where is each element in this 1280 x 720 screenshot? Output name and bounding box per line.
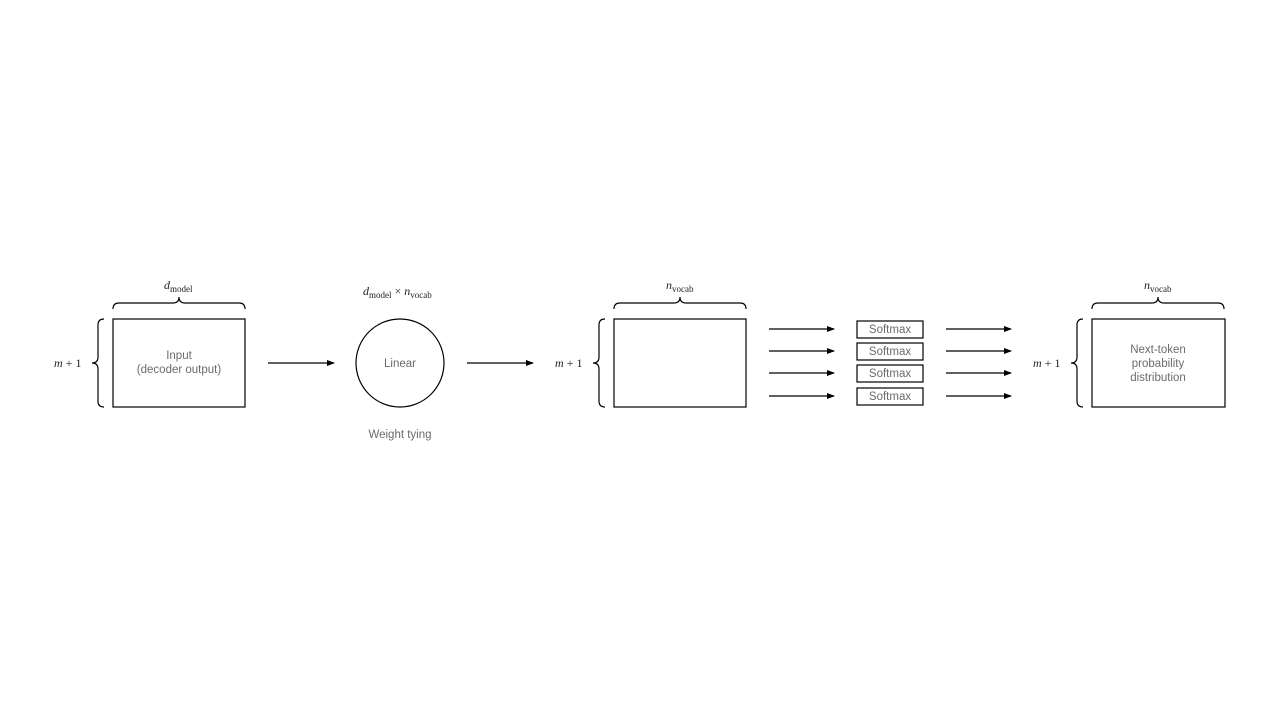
- softmax-label-1: Softmax: [869, 324, 911, 336]
- output-label-line1: Next-token: [1130, 344, 1186, 356]
- logits-top-brace: [613, 296, 747, 310]
- input-label-line2: (decoder output): [137, 364, 222, 376]
- logits-dim-left: m+ 1: [555, 356, 582, 370]
- logits-dim-top: nvocab: [666, 278, 694, 294]
- softmax-box-2: [856, 342, 924, 361]
- input-top-brace: [112, 296, 246, 310]
- logits-block: nvocab m+ 1: [555, 278, 747, 408]
- input-label-line1: Input: [166, 350, 192, 362]
- output-top-brace: [1091, 296, 1225, 310]
- logits-matrix-box: [613, 318, 747, 408]
- softmax-label-4: Softmax: [869, 391, 911, 403]
- logits-left-brace: [592, 318, 606, 408]
- input-block: dmodel m+ 1 Input (decoder output): [54, 278, 246, 408]
- weight-tying-caption: Weight tying: [368, 429, 431, 441]
- output-dim-left: m+ 1: [1033, 356, 1060, 370]
- output-label-line3: distribution: [1130, 372, 1186, 384]
- softmax-group: Softmax Softmax Softmax Softmax: [769, 320, 1012, 406]
- output-label-line2: probability: [1132, 358, 1185, 370]
- linear-label: Linear: [384, 358, 416, 370]
- input-left-brace: [91, 318, 105, 408]
- linear-circle: [355, 318, 445, 408]
- input-dim-left: m+ 1: [54, 356, 81, 370]
- linear-block: dmodel×nvocab Linear Weight tying: [355, 284, 445, 441]
- softmax-box-3: [856, 364, 924, 383]
- output-left-brace: [1070, 318, 1084, 408]
- softmax-box-4: [856, 387, 924, 406]
- output-dim-top: nvocab: [1144, 278, 1172, 294]
- output-block: nvocab m+ 1 Next-token probability distr…: [1033, 278, 1226, 408]
- output-matrix-box: [1091, 318, 1226, 408]
- softmax-label-2: Softmax: [869, 346, 911, 358]
- softmax-label-3: Softmax: [869, 368, 911, 380]
- softmax-box-1: [856, 320, 924, 339]
- input-dim-top: dmodel: [164, 278, 193, 294]
- input-matrix-box: [112, 318, 246, 408]
- linear-dim-top: dmodel×nvocab: [363, 284, 432, 300]
